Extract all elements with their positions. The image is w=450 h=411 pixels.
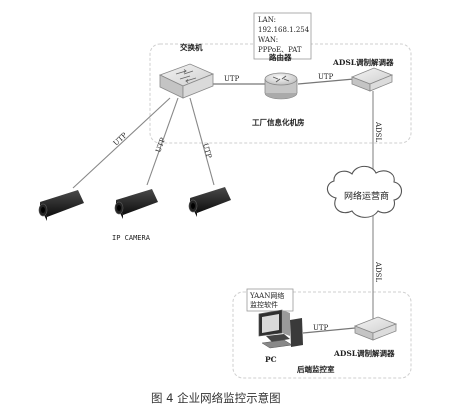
link-bottom-label: ADSL <box>374 261 382 282</box>
switch-arrows-icon <box>175 69 197 83</box>
factory-room-label: 工厂信息化机房 <box>252 117 305 127</box>
router-device <box>264 72 298 100</box>
monitor-room-label: 后端监控室 <box>297 364 335 374</box>
link-camera-1 <box>72 97 171 189</box>
link-camera-3-label: UTP <box>201 142 213 159</box>
switch-label: 交换机 <box>180 42 203 52</box>
switch-device <box>158 63 215 99</box>
link-pc-modem-label: UTP <box>313 324 329 332</box>
link-router-modem <box>297 78 355 85</box>
ip-camera-2 <box>114 189 158 219</box>
link-top-label: ADSL <box>374 121 382 142</box>
lan-ip: 192.168.1.254 <box>258 26 310 34</box>
pc-label: PC <box>265 355 277 364</box>
link-camera-2-label: UTP <box>154 136 167 153</box>
factory-modem-label: ADSL调制解调器 <box>332 57 394 67</box>
pc-device <box>258 309 303 349</box>
link-camera-3 <box>189 97 215 186</box>
ip-camera-1 <box>38 190 84 221</box>
software-line1: YAAN网络 <box>249 291 284 300</box>
adsl-modem-factory <box>350 67 394 92</box>
software-line2: 监控软件 <box>250 300 278 309</box>
link-router-modem-label: UTP <box>318 73 334 81</box>
adsl-modem-monitor <box>353 316 398 341</box>
router-arrows-icon <box>272 75 290 83</box>
monitor-software-callout: YAAN网络 监控软件 <box>246 288 294 312</box>
link-pc-modem <box>302 327 356 334</box>
ip-camera-3 <box>188 187 231 217</box>
ip-camera-label: IP CAMERA <box>112 234 151 242</box>
router-info-callout: LAN: 192.168.1.254 WAN: PPPoE、PAT <box>253 12 312 60</box>
cloud-label: 网络运营商 <box>344 190 389 202</box>
lan-label: LAN: <box>258 16 276 24</box>
router-label: 路由器 <box>269 52 292 62</box>
link-switch-router-label: UTP <box>224 75 240 83</box>
isp-cloud <box>326 165 403 218</box>
monitor-room-region <box>232 291 412 379</box>
wan-label: WAN: <box>258 36 278 44</box>
figure-caption: 图 4 企业网络监控示意图 <box>151 391 281 405</box>
link-camera-2 <box>146 97 179 186</box>
monitor-modem-label: ADSL调制解调器 <box>333 348 395 358</box>
wan-protocol: PPPoE、PAT <box>258 46 302 54</box>
